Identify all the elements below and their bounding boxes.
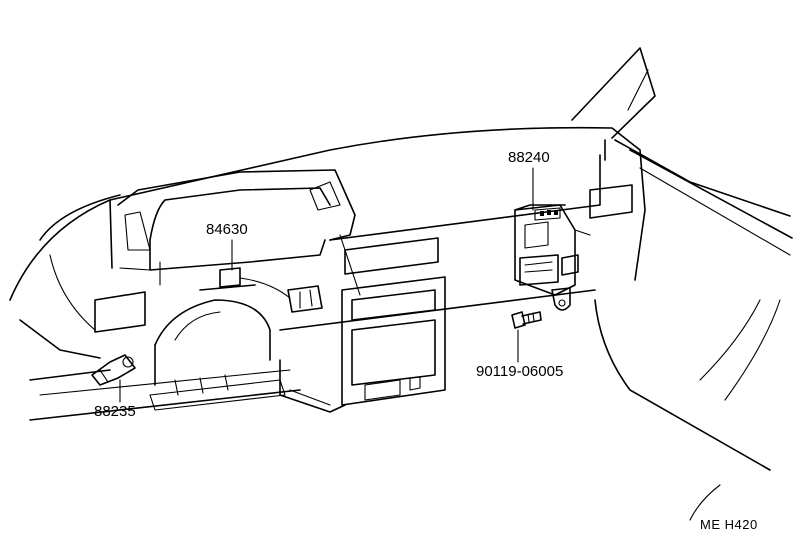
figure-code: ME H420 — [700, 517, 758, 532]
sensor-assembly — [219, 267, 323, 313]
door-panel — [594, 299, 781, 521]
steering-column-opening — [154, 299, 271, 386]
center-console — [279, 276, 596, 413]
computer-unit — [514, 204, 591, 311]
center-vents — [329, 139, 633, 296]
left-panel — [29, 284, 301, 421]
leader-lines — [119, 167, 534, 403]
part-label-90119-06005: 90119-06005 — [476, 363, 564, 380]
bolt-part — [511, 311, 542, 329]
part-label-84630: 84630 — [206, 221, 248, 238]
instrument-hood — [117, 169, 356, 286]
part-label-88235: 88235 — [94, 403, 136, 420]
dashboard-outline — [9, 126, 646, 359]
thermistor-part — [91, 354, 136, 386]
part-label-88240: 88240 — [508, 149, 550, 166]
